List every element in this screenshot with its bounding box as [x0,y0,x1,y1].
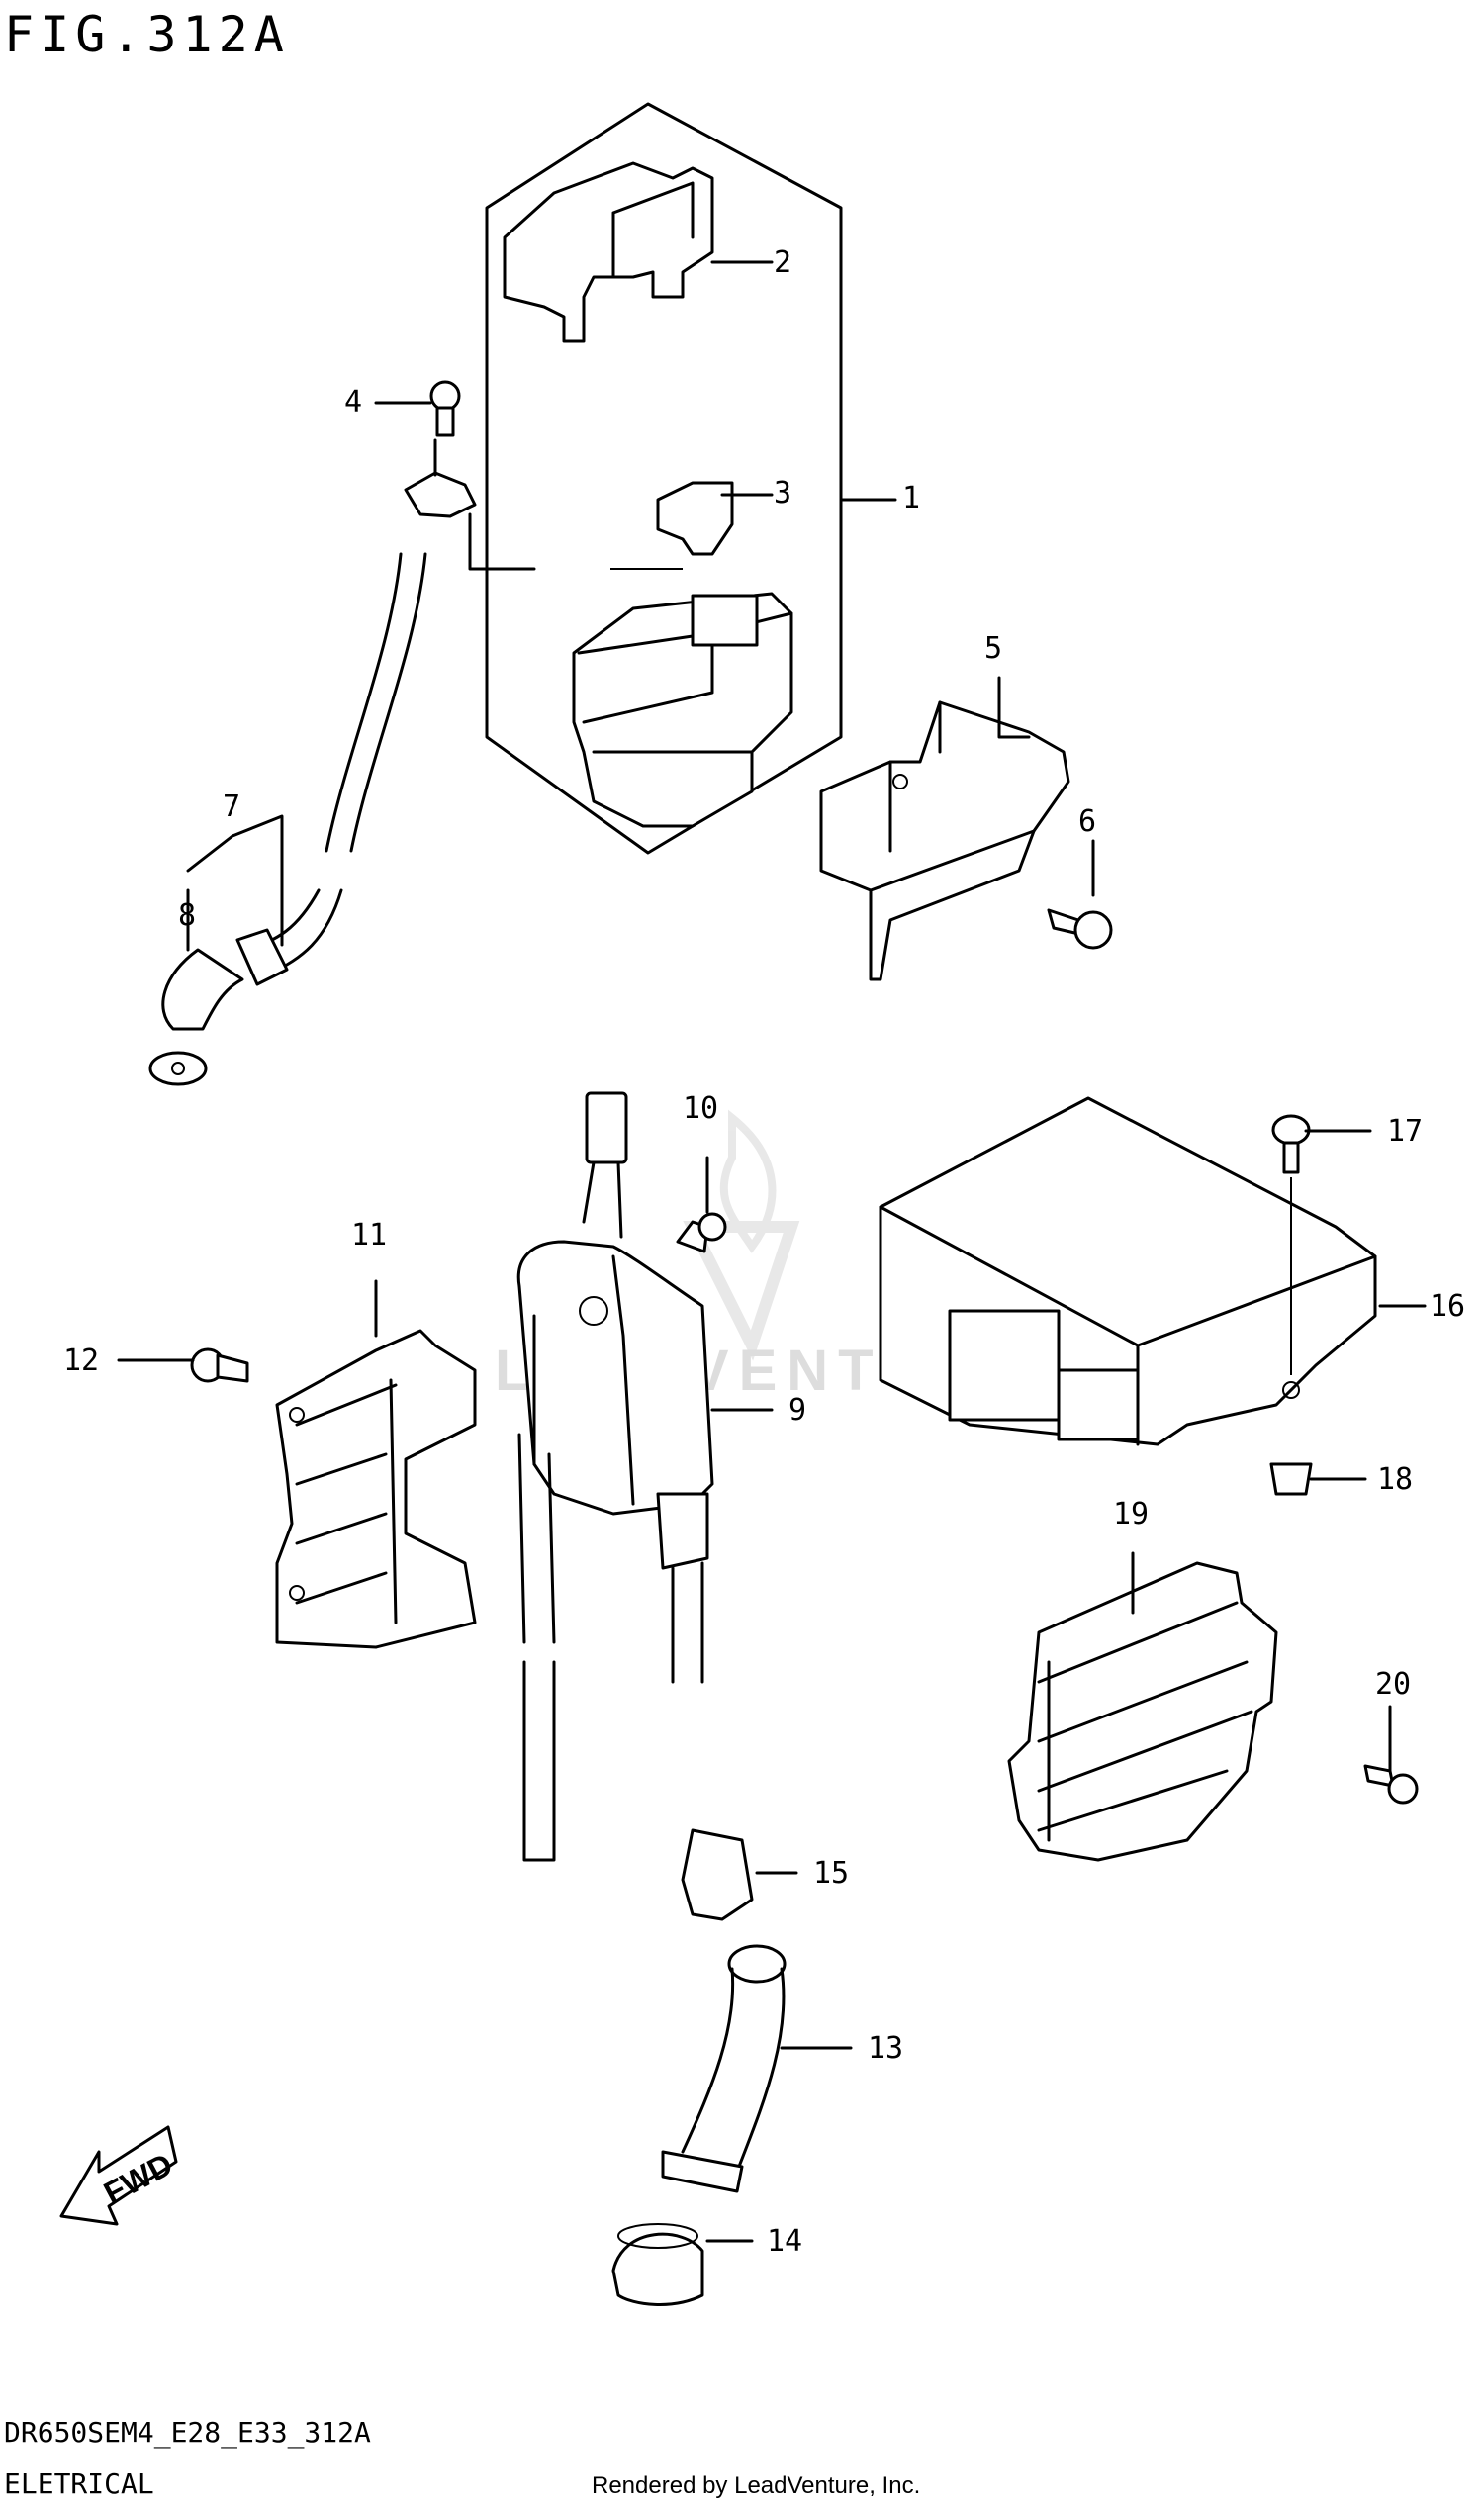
relay-bracket [819,700,1070,981]
callout-8: 8 [178,898,196,933]
plug-boot [681,1828,754,1921]
callout-3: 3 [774,476,791,510]
callout-13: 13 [868,2031,903,2066]
callout-12: 12 [63,1344,99,1378]
section-title: ELETRICAL [4,2467,154,2500]
callout-19: 19 [1113,1497,1149,1531]
callout-16: 16 [1430,1289,1465,1324]
ground-wire [148,471,477,1086]
callout-1: 1 [902,481,920,515]
bolt-20 [1363,1764,1419,1805]
callout-17: 17 [1387,1114,1423,1149]
starter-relay [572,568,793,828]
coil-bracket [275,1329,477,1649]
fuse [656,481,734,556]
screw-17 [1271,1114,1311,1375]
bolt-10 [676,1212,727,1253]
callout-20: 20 [1375,1667,1411,1702]
callout-14: 14 [767,2224,802,2259]
cap-14 [611,2223,704,2306]
callout-11: 11 [351,1218,387,1252]
callout-4: 4 [344,385,362,419]
figure-label: FIG.312A [4,6,290,63]
regulator-rectifier [1007,1561,1278,1862]
fwd-arrow: FWD [59,2125,178,2226]
callout-18: 18 [1377,1462,1413,1497]
ignitor-unit [879,1096,1377,1446]
callout-7: 7 [223,789,240,824]
kit-outline [485,102,843,855]
callout-15: 15 [813,1856,849,1891]
callout-10: 10 [683,1091,718,1126]
ignition-coil [516,1091,714,1862]
rendered-by: Rendered by LeadVenture, Inc. [592,2472,920,2499]
model-code: DR650SEM4_E28_E33_312A [4,2416,371,2450]
plug-cap [661,1944,787,2193]
bolt-12 [190,1347,249,1383]
screw-6 [1047,908,1113,950]
forward-arrow-icon [59,2125,178,2226]
callout-9: 9 [788,1393,806,1428]
callout-2: 2 [774,245,791,280]
grommet-18 [1269,1462,1313,1496]
callout-6: 6 [1078,804,1096,839]
callout-5: 5 [984,631,1002,666]
relay-cover [503,161,714,343]
watermark-logo-icon [683,1109,800,1361]
bolt-4 [429,380,461,437]
callout-labels: 1 2 3 4 5 6 7 8 9 10 11 12 13 14 15 16 1… [63,245,1465,2259]
leader-lines [117,260,1427,2243]
